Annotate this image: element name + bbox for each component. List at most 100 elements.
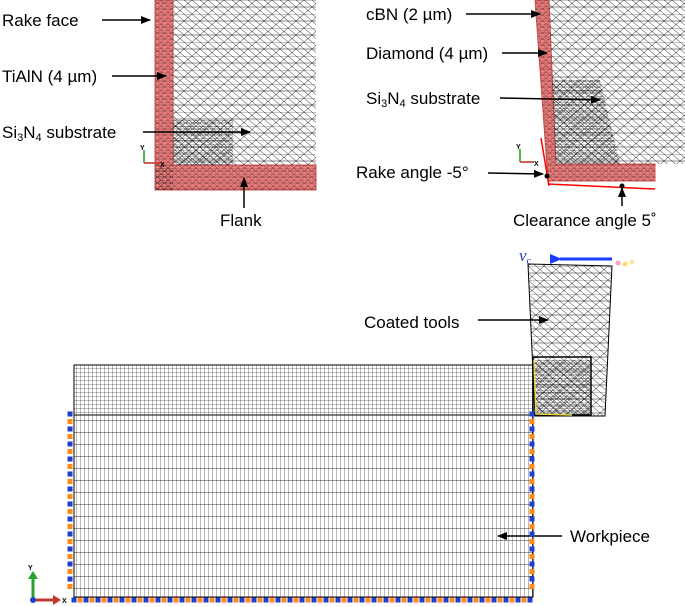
bc-marker [529, 494, 535, 499]
bc-marker [293, 597, 299, 603]
bc-marker [299, 597, 305, 603]
bc-marker [529, 411, 535, 417]
bc-marker [529, 584, 535, 589]
flank-label: Flank [220, 211, 262, 230]
bc-marker [67, 501, 73, 507]
bc-marker [371, 597, 377, 603]
workpiece-fine-mesh [73, 364, 534, 416]
bc-marker [227, 597, 233, 603]
bc-marker [529, 569, 535, 574]
bc-marker [383, 597, 389, 603]
tool-reference-markers [615, 259, 635, 267]
bc-marker [461, 597, 467, 603]
bc-marker [67, 554, 73, 559]
bc-marker [185, 597, 191, 603]
bc-marker [119, 597, 125, 603]
bc-marker [473, 597, 479, 603]
bc-marker [497, 597, 503, 603]
bc-marker [529, 471, 535, 477]
bc-marker [67, 531, 73, 537]
bc-marker [529, 554, 535, 559]
bc-marker [71, 597, 77, 603]
bc-marker [275, 597, 281, 603]
bc-marker [529, 576, 535, 582]
bc-marker [89, 597, 95, 603]
bc-marker [203, 597, 209, 603]
bc-marker [67, 479, 73, 484]
bc-marker [395, 597, 401, 603]
bc-marker [67, 411, 73, 417]
assembly-panel: vc Coated tools Workpiece Y X [28, 246, 650, 605]
bc-marker [515, 597, 521, 603]
bc-marker [365, 597, 371, 603]
substrate-label-a: Si3N4 substrate [2, 123, 116, 144]
svg-text:Y: Y [28, 565, 33, 572]
left-boundary-constraints [67, 411, 73, 589]
bc-marker [67, 456, 73, 462]
bc-marker [311, 597, 317, 603]
bc-marker [281, 597, 287, 603]
rake-angle-label: Rake angle -5° [356, 163, 469, 182]
svg-text:Y: Y [516, 144, 521, 151]
bc-marker [155, 597, 161, 603]
bc-marker [67, 569, 73, 574]
bc-marker [485, 597, 491, 603]
bc-marker [67, 441, 73, 447]
bc-marker [491, 597, 497, 603]
bc-marker [107, 597, 113, 603]
workpiece-coarse-mesh [73, 414, 534, 598]
rake-angle-point [544, 173, 550, 179]
cutting-velocity-label: vc [519, 246, 532, 267]
tool-b-coating-mesh [535, 0, 655, 181]
bc-marker [529, 441, 535, 447]
bc-marker [529, 486, 535, 492]
bc-marker [67, 539, 73, 544]
bc-marker [529, 531, 535, 537]
bc-marker [443, 597, 449, 603]
bc-marker [209, 597, 215, 603]
bc-marker [67, 576, 73, 582]
bc-marker [529, 546, 535, 552]
bottom-boundary-constraints [71, 597, 533, 603]
axis-triad-c: Y X [28, 565, 67, 605]
diamond-label: Diamond (4 µm) [366, 44, 488, 63]
bc-marker [221, 597, 227, 603]
clearance-angle-label: Clearance angle 5˚ [513, 211, 657, 230]
bc-marker [377, 597, 383, 603]
bc-marker [529, 516, 535, 522]
bc-marker [509, 597, 515, 603]
bc-marker [529, 509, 535, 514]
bc-marker [529, 479, 535, 484]
bc-marker [527, 597, 533, 603]
bc-marker [287, 597, 293, 603]
bc-marker [197, 597, 203, 603]
bc-marker [401, 597, 407, 603]
bc-marker [215, 597, 221, 603]
bc-marker [257, 597, 263, 603]
bc-marker [529, 456, 535, 462]
bc-marker [317, 597, 323, 603]
clearance-angle-point [619, 183, 625, 189]
bc-marker [529, 464, 535, 469]
bc-marker [67, 471, 73, 477]
bc-marker [67, 546, 73, 552]
bc-marker [479, 597, 485, 603]
bc-marker [419, 597, 425, 603]
bc-marker [353, 597, 359, 603]
bc-marker [529, 561, 535, 567]
bc-marker [67, 524, 73, 529]
coated-tools-label: Coated tools [364, 313, 459, 332]
cbn-label: cBN (2 µm) [366, 5, 452, 24]
tool-b-panel: cBN (2 µm) Diamond (4 µm) Si3N4 substrat… [356, 0, 685, 230]
tool-a-substrate-mesh-dense [173, 120, 233, 165]
bc-marker [245, 597, 251, 603]
bc-marker [67, 516, 73, 522]
bc-marker [521, 597, 527, 603]
bc-marker [449, 597, 455, 603]
bc-marker [347, 597, 353, 603]
bc-marker [467, 597, 473, 603]
bc-marker [67, 486, 73, 492]
bc-marker [83, 597, 89, 603]
bc-marker [101, 597, 107, 603]
bc-marker [191, 597, 197, 603]
